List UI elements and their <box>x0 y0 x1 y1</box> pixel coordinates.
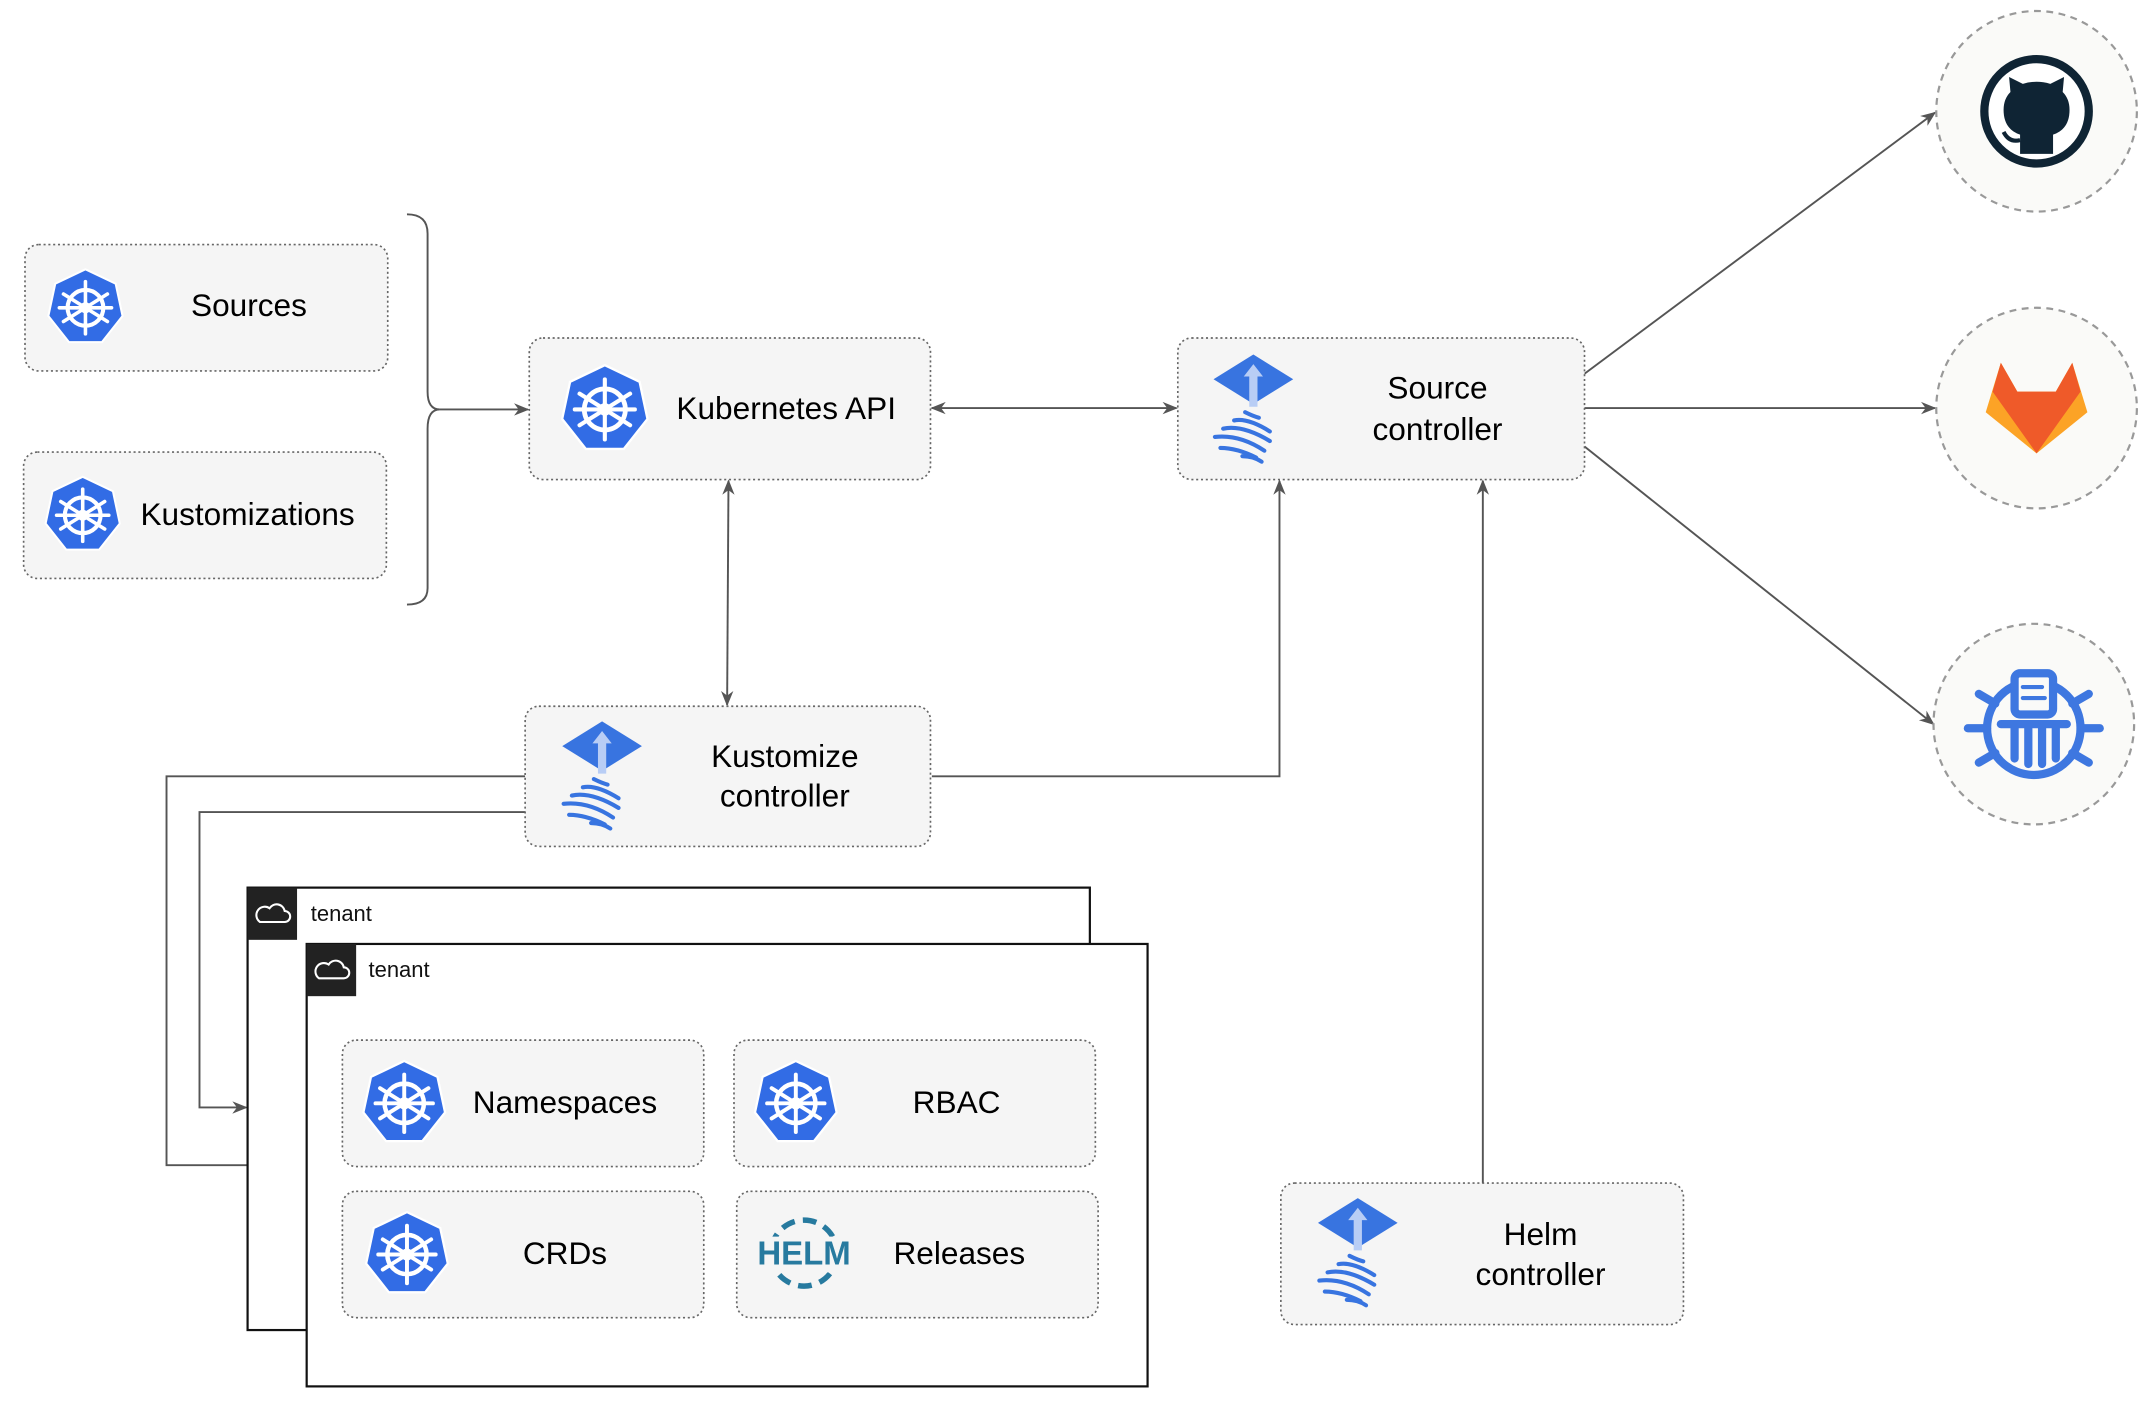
tenant-label: tenant <box>369 957 430 982</box>
tenant-label: tenant <box>311 901 372 926</box>
chartmuseum-icon <box>1963 669 2104 780</box>
svg-text:HELM: HELM <box>757 1235 850 1272</box>
gitlab-icon <box>1985 362 2088 454</box>
rbac-label: RBAC <box>913 1084 1001 1120</box>
kustomizations-node[interactable]: Kustomizations <box>22 451 388 580</box>
sources-node[interactable]: Sources <box>24 243 389 372</box>
edge-source-to-github <box>1583 111 1937 375</box>
helm-icon: HELM <box>757 1217 854 1289</box>
kustomizations-label: Kustomizations <box>140 496 354 532</box>
edge-kubernetes-api-kustomize-controller <box>721 479 735 707</box>
github-node[interactable] <box>1935 9 2138 213</box>
helm-controller-label-line2: controller <box>1476 1256 1606 1292</box>
cloud-icon <box>255 903 292 924</box>
source-controller-node[interactable]: Source controller <box>1176 337 1586 481</box>
github-icon <box>1980 54 2093 168</box>
namespaces-label: Namespaces <box>473 1084 657 1120</box>
edge-kustomize-to-tenant-back <box>198 811 526 1114</box>
helm-repository-node[interactable] <box>1932 622 2136 826</box>
helm-controller-node[interactable]: Helm controller <box>1280 1182 1685 1326</box>
releases-label: Releases <box>893 1235 1025 1271</box>
kubernetes-api-node[interactable]: Kubernetes API <box>528 337 932 481</box>
kubernetes-api-label: Kubernetes API <box>676 390 896 426</box>
source-controller-label-line1: Source <box>1387 370 1487 406</box>
sources-label: Sources <box>191 287 307 323</box>
edge-kustomize-to-tenant-front <box>165 775 526 1172</box>
edge-source-to-helm-repo <box>1583 445 1935 726</box>
crds-node[interactable]: CRDs <box>341 1190 705 1319</box>
helm-controller-label-line1: Helm <box>1504 1216 1578 1252</box>
cloud-icon <box>314 959 351 980</box>
crds-label: CRDs <box>523 1235 607 1271</box>
rbac-node[interactable]: RBAC <box>733 1039 1097 1168</box>
source-controller-label-line2: controller <box>1373 411 1503 447</box>
kustomize-controller-label-line2: controller <box>720 778 850 814</box>
releases-node[interactable]: HELM Releases <box>735 1190 1099 1319</box>
gitlab-node[interactable] <box>1935 306 2138 510</box>
kustomize-controller-label-line1: Kustomize <box>711 738 858 774</box>
edge-kustomize-to-source <box>931 479 1286 778</box>
grouping-brace <box>406 213 441 606</box>
namespaces-node[interactable]: Namespaces <box>341 1039 705 1168</box>
kustomize-controller-node[interactable]: Kustomize controller <box>524 705 932 848</box>
